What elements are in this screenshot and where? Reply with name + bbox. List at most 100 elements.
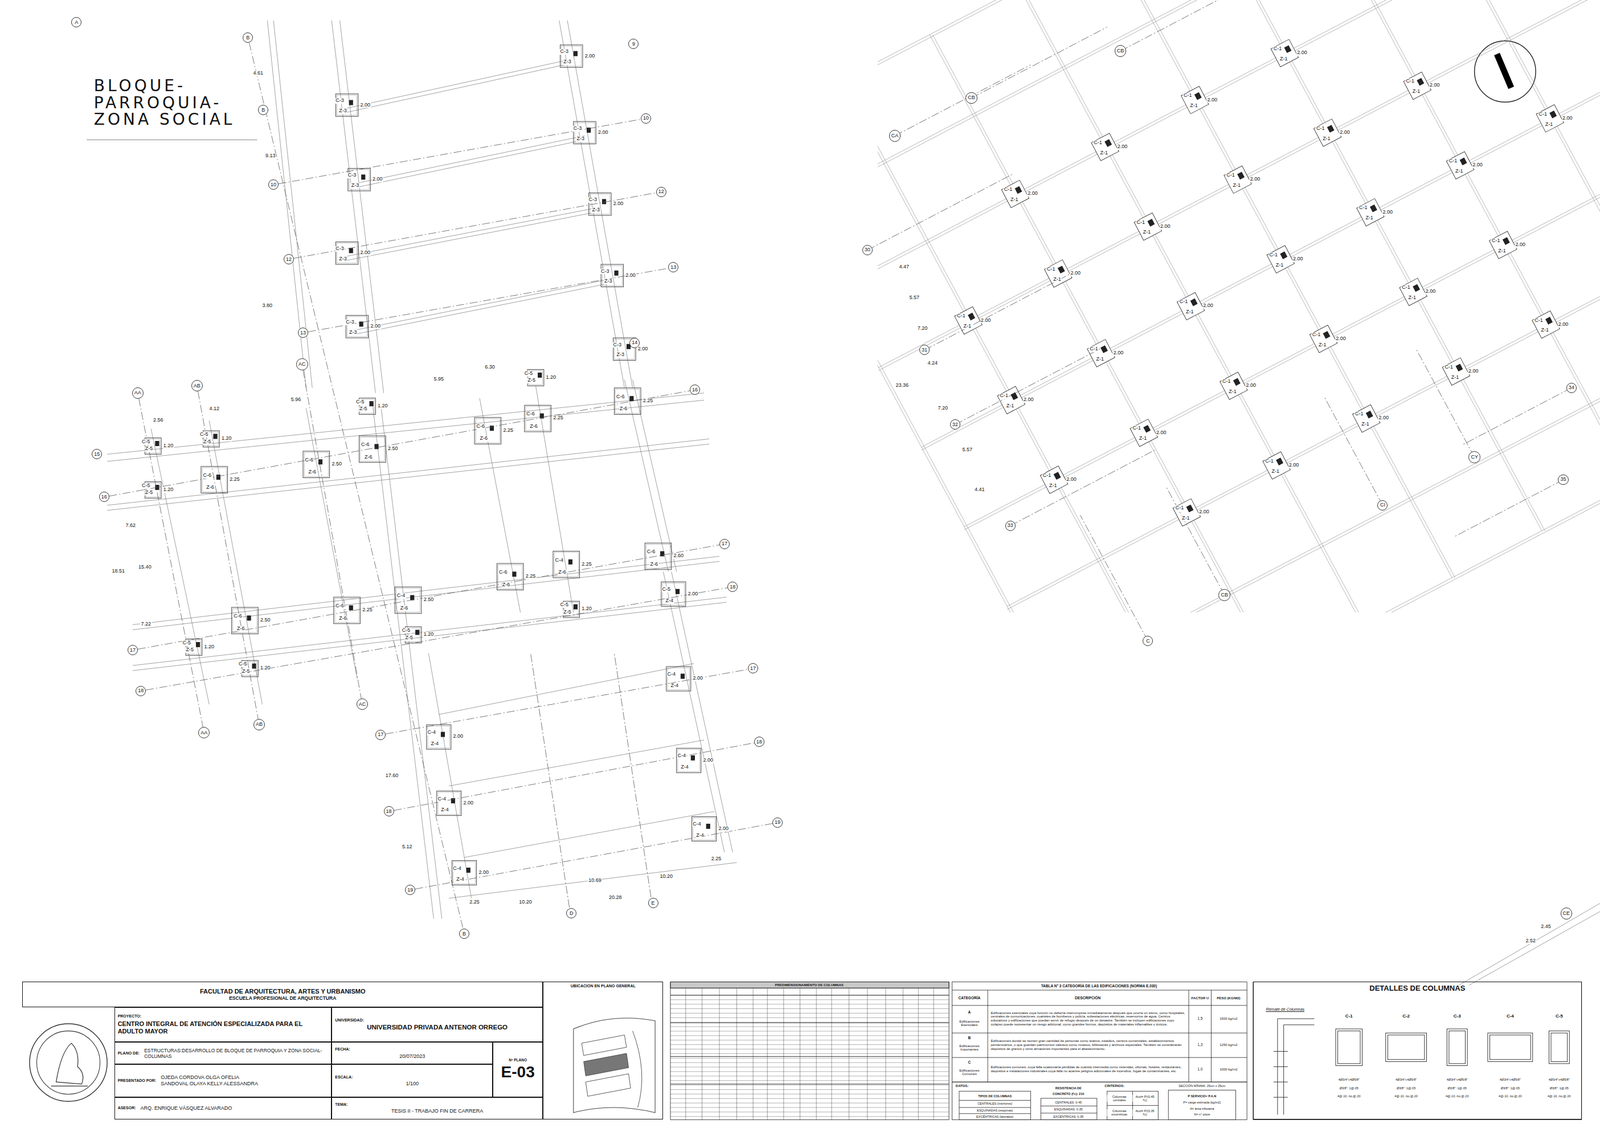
structural-line [535,385,574,613]
axis-id: 34 [1568,385,1575,391]
footing [1001,179,1029,208]
table-cell: Edificaciones donde se reúnen gran canti… [990,1039,1188,1051]
column-tag: C-5 [141,439,151,445]
structural-line [209,420,263,705]
axis-id: B [261,107,265,113]
column-tag: C-4 [436,796,447,802]
dimension: 5.95 [433,376,445,383]
axis-id: 12 [285,256,292,263]
column-tag: C-6 [232,613,243,620]
axis-id: A [74,19,79,26]
table-header: CATEGORÍA [958,995,982,1000]
dimension: 2.00 [463,800,475,806]
dimension: 2.00 [1515,242,1527,248]
dimension: 9.13 [264,153,277,159]
axis-id: 17 [750,665,756,671]
footing-tag: Z-4 [455,876,465,883]
footing [426,724,452,750]
column-tag: C-1 [1225,172,1236,179]
axis-id: 10 [270,182,277,188]
rebar-note: Ø3/8": 1@.05 [1447,1086,1468,1090]
table-cell: A [967,1010,972,1015]
dimension: 1.20 [162,487,175,493]
dimension: 2.00 [584,53,596,60]
footing [1262,451,1291,480]
footing [1309,325,1337,353]
axis-line [530,653,570,908]
structural-line [346,207,600,257]
footing-tag: Z-1 [1544,121,1554,128]
title-block-cell: UNIVERSIDAD:UNIVERSIDAD PRIVADA ANTENOR … [331,1007,543,1042]
column-tag: C-4 [692,821,702,828]
field-value: 1/100 [334,1080,490,1087]
rebar-note: Ø3/8": 1@.05 [1500,1086,1521,1090]
footing [676,747,702,773]
column-tag: C-6 [525,411,536,417]
axis-line [1166,487,1225,595]
structural-line [346,211,600,261]
column-tag: C-5 [524,370,534,377]
table-cell: 1500 kg/m2 [1218,1016,1238,1021]
axis-id: 18 [729,584,736,590]
footing [1314,119,1342,147]
footing-tag: Z-1 [1360,421,1370,428]
annotation-text: Columnas excéntricas [1107,1109,1132,1116]
dimension: 2.00 [1467,368,1480,375]
axis-id: 9 [632,41,636,47]
footing-tag: Z-3 [562,59,572,65]
footing-tag: Z-5 [358,406,368,412]
footing-tag: Z-1 [1275,262,1285,269]
column-tag: C-1 [1491,238,1501,244]
structural-line [331,20,376,394]
dimension: 2.00 [1288,462,1300,469]
axis-line [955,349,1100,425]
footing [335,242,358,265]
grid-bubble: 18 [383,805,395,817]
column-tag: C-4 [396,592,407,599]
axis-id: AC [358,701,367,707]
grid-bubble: 9 [628,38,639,49]
structural-line [438,663,694,715]
title-block-cell: ASESOR:ARQ. ENRIQUE VÁSQUEZ ALVARADO [114,1097,333,1120]
grid-bubble: AB [191,379,203,392]
column-tag: C-1 [1093,140,1103,146]
footing [359,435,387,463]
footing-tag: Z-5 [202,439,212,445]
field-label: FACULTAD DE ARQUITECTURA, ARTES Y URBANI… [199,987,366,996]
title-block-cell: PROYECTO:CENTRO INTEGRAL DE ATENCIÓN ESP… [114,1007,333,1042]
field-value: ESCUELA PROFESIONAL DE ARQUITECTURA [228,995,337,1001]
footing-tag: Z-6 [363,454,374,461]
dimension: 1.20 [203,644,215,650]
rebar-note: 4@.10, rto.@.20 [1393,1094,1419,1098]
axis-id: 17 [721,541,728,547]
field-label: PROYECTO: [117,1013,329,1019]
footing-tag: Z-1 [1279,56,1289,63]
grid-bubble: 15 [91,448,102,460]
axis-id: CB [967,95,976,101]
footing [1224,165,1252,194]
column-tag: C-1 [1175,505,1185,511]
grid-bubble: B [459,928,470,939]
column-tag: C-6 [304,457,315,464]
column-tag: C-1 [1444,364,1455,371]
column-tag: C-1 [1273,46,1283,52]
field-label: UNIVERSIDAD: [334,1017,540,1023]
dimension: 2.00 [359,250,372,256]
axis-id: E [651,900,656,906]
grid-bubble: CB [1218,588,1231,601]
footing-tag: Z-6 [205,484,215,491]
grid-axis [385,669,748,734]
grid-axis [293,192,657,259]
structural-line [267,20,306,388]
field-value: E-03 [501,1062,535,1082]
axis-id: 16 [692,387,698,393]
footing-tag: Z-1 [1540,327,1550,334]
dimension: 2.25 [552,415,564,422]
axis-id: 31 [921,347,928,353]
footing-tag: Z-6 [479,435,489,442]
annotation-text: N= n° pisos [1193,1112,1211,1116]
grid-bubble: CE [1560,907,1573,920]
footing-tag: Z-1 [1052,276,1062,283]
field-label: UBICACIÓN EN PLANO GENERAL [570,983,636,989]
